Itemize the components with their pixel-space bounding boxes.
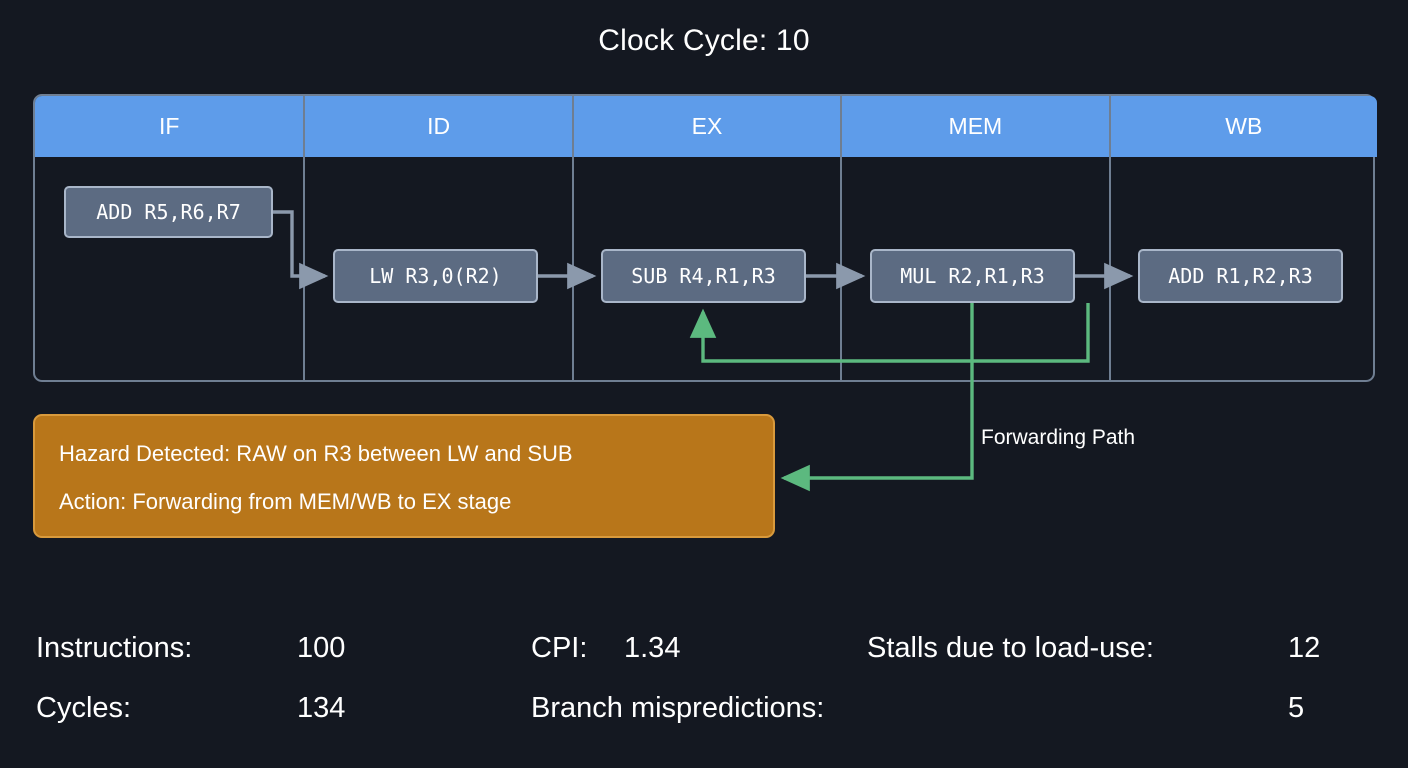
stat-value-cycles: 134 xyxy=(297,692,346,724)
stat-value-stalls-load-use: 12 xyxy=(1288,632,1321,664)
stat-value-cpi: 1.34 xyxy=(624,632,681,664)
stat-label-instructions: Instructions: xyxy=(36,632,193,664)
hazard-banner: Hazard Detected: RAW on R3 between LW an… xyxy=(33,414,775,538)
pipeline-stage-wb[interactable]: WB xyxy=(1108,96,1377,380)
stat-label-branch-mispredictions: Branch mispredictions: xyxy=(531,692,825,724)
stage-header-ex: EX xyxy=(573,96,841,157)
stat-value-instructions: 100 xyxy=(297,632,346,664)
instruction-box-id[interactable]: LW R3,0(R2) xyxy=(333,249,538,303)
stat-label-cycles: Cycles: xyxy=(36,692,132,724)
stat-label-cpi: CPI: xyxy=(531,632,588,664)
pipeline-stage-ex[interactable]: EX xyxy=(571,96,841,380)
instruction-box-if[interactable]: ADD R5,R6,R7 xyxy=(64,186,273,238)
hazard-action-text: Action: Forwarding from MEM/WB to EX sta… xyxy=(59,489,512,514)
instruction-box-wb[interactable]: ADD R1,R2,R3 xyxy=(1138,249,1343,303)
pipeline-stage-id[interactable]: ID xyxy=(303,96,572,380)
stat-label-stalls-load-use: Stalls due to load-use: xyxy=(867,632,1154,664)
hazard-detected-text: Hazard Detected: RAW on R3 between LW an… xyxy=(59,441,573,466)
stats-panel: Instructions: 100 Cycles: 134 CPI: 1.34 … xyxy=(0,624,1408,744)
stat-value-branch-mispredictions: 5 xyxy=(1288,692,1305,724)
pipeline-container: IF ID EX MEM WB xyxy=(33,94,1377,382)
stage-header-wb: WB xyxy=(1110,96,1377,157)
stage-header-id: ID xyxy=(305,96,572,157)
page-title: Clock Cycle: 10 xyxy=(598,24,810,57)
pipeline-stage-mem[interactable]: MEM xyxy=(840,96,1109,380)
forwarding-path-label: Forwarding Path xyxy=(981,426,1136,449)
stage-header-if: IF xyxy=(35,96,304,157)
instruction-box-ex[interactable]: SUB R4,R1,R3 xyxy=(601,249,806,303)
instruction-box-mem[interactable]: MUL R2,R1,R3 xyxy=(870,249,1075,303)
stage-header-mem: MEM xyxy=(842,96,1109,157)
pipeline-stage-if[interactable]: IF xyxy=(35,96,304,380)
